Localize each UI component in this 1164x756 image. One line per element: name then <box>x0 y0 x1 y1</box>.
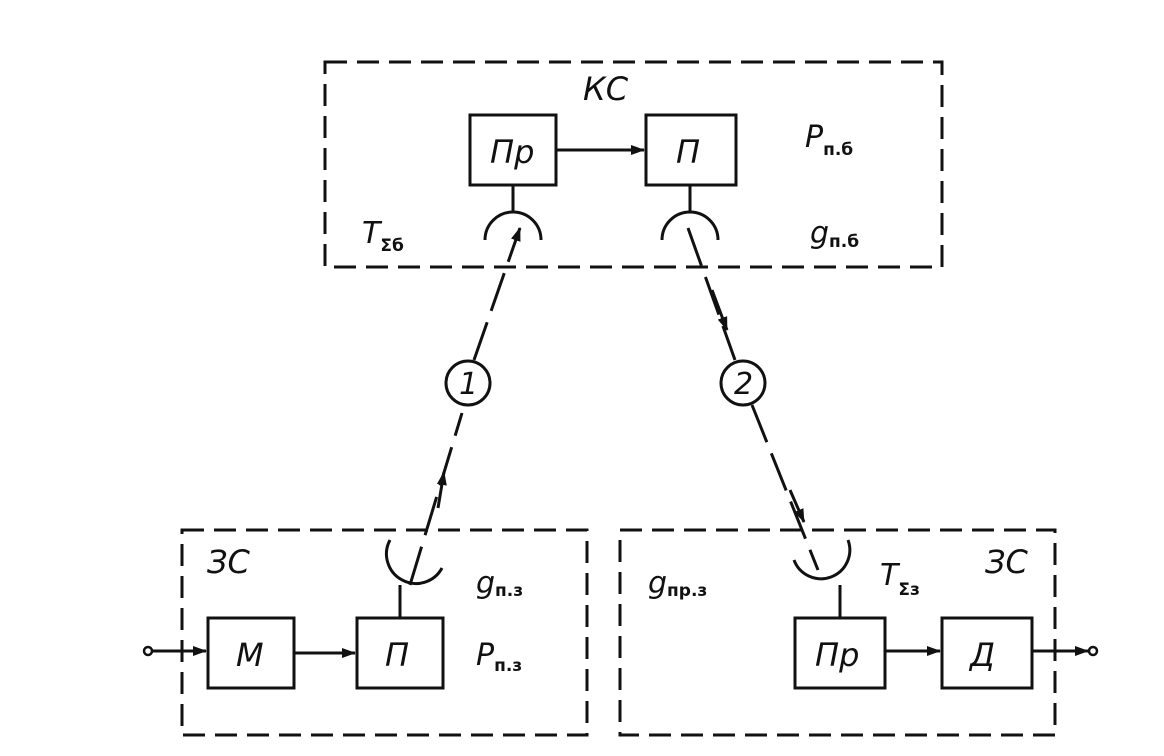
relay-receiver-label: Пр <box>490 133 534 171</box>
downlink-arrow-upper <box>710 289 729 331</box>
receive-earth-station: ЗС Пр Д gпр.з TΣз <box>618 528 1099 737</box>
relay-antenna-gain-label: gп.б <box>810 216 859 252</box>
relay-station: КС Пр П Pп.б TΣб gп.б <box>323 60 944 269</box>
relay-noise-temp-label: TΣб <box>362 216 404 256</box>
output-terminal-icon <box>1087 645 1099 657</box>
downlink-arrow-lower <box>788 489 806 523</box>
downlink-marker <box>719 359 767 407</box>
ground-rx-antenna-icon <box>792 539 852 581</box>
ground-receiver-block <box>793 616 887 690</box>
input-terminal-icon <box>142 645 154 657</box>
transmit-station-name: ЗС <box>207 543 251 581</box>
uplink-line-lower <box>408 412 464 586</box>
ground-transmitter-block <box>355 616 445 690</box>
receive-station-name: ЗС <box>985 543 1029 581</box>
demodulator-block <box>940 616 1034 690</box>
uplink-line-upper <box>472 227 522 361</box>
demodulator-label: Д <box>968 636 995 674</box>
transmit-earth-station: ЗС М П gп.з Pп.з <box>142 528 589 737</box>
downlink-path: 2 <box>686 227 820 571</box>
uplink-marker <box>444 359 492 407</box>
downlink-line-upper <box>686 227 737 361</box>
relay-rx-antenna-icon <box>483 210 543 241</box>
ground-tx-antenna-icon <box>385 539 444 586</box>
modulator-block <box>206 616 296 690</box>
transmit-antenna-gain-label: gп.з <box>476 566 523 601</box>
downlink-line-lower <box>750 404 820 571</box>
modulator-label: М <box>236 636 264 674</box>
relay-power-label: Pп.б <box>805 120 853 160</box>
transmit-station-border <box>180 528 589 737</box>
transmit-power-label: Pп.з <box>476 638 522 676</box>
uplink-number: 1 <box>459 367 478 402</box>
receive-noise-temp-label: TΣз <box>880 558 920 600</box>
receive-antenna-gain-label: gпр.з <box>648 566 707 601</box>
ground-transmitter-label: П <box>385 636 409 674</box>
relay-station-border <box>323 60 944 269</box>
uplink-path: 1 <box>408 227 522 586</box>
relay-transmitter-label: П <box>676 133 700 171</box>
relay-station-name: КС <box>583 70 629 108</box>
uplink-arrow-mid <box>436 471 447 509</box>
ground-receiver-label: Пр <box>815 636 859 674</box>
relay-tx-antenna-icon <box>660 210 720 241</box>
downlink-number: 2 <box>734 367 753 402</box>
